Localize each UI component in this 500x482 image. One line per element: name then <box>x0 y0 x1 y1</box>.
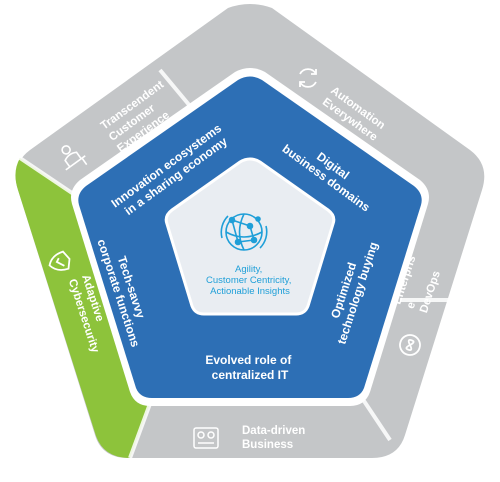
center-label-line: Agility, <box>235 264 262 275</box>
cybersecurity-segment <box>15 158 158 458</box>
outer-item-data-driven: Data-driven Business <box>193 425 308 451</box>
refresh-cycle-icon <box>299 68 317 88</box>
center-label-line: Customer Centricity, <box>206 275 291 286</box>
dashboard-icon <box>193 427 219 449</box>
shield-icon <box>48 250 71 271</box>
person-at-desk-icon <box>61 145 88 171</box>
svg-text:Data-driven Business: Data-driven Business <box>242 425 308 451</box>
center-pentagon: Agility, Customer Centricity, Actionable… <box>164 157 336 316</box>
label-evolved-role-of-it: Evolved role of centralized IT <box>205 353 294 382</box>
network-globe-icon <box>220 213 268 251</box>
center-label: Agility, Customer Centricity, Actionable… <box>206 264 294 297</box>
infinity-loop-icon <box>399 334 421 356</box>
center-label-line: Actionable Insights <box>210 286 290 297</box>
